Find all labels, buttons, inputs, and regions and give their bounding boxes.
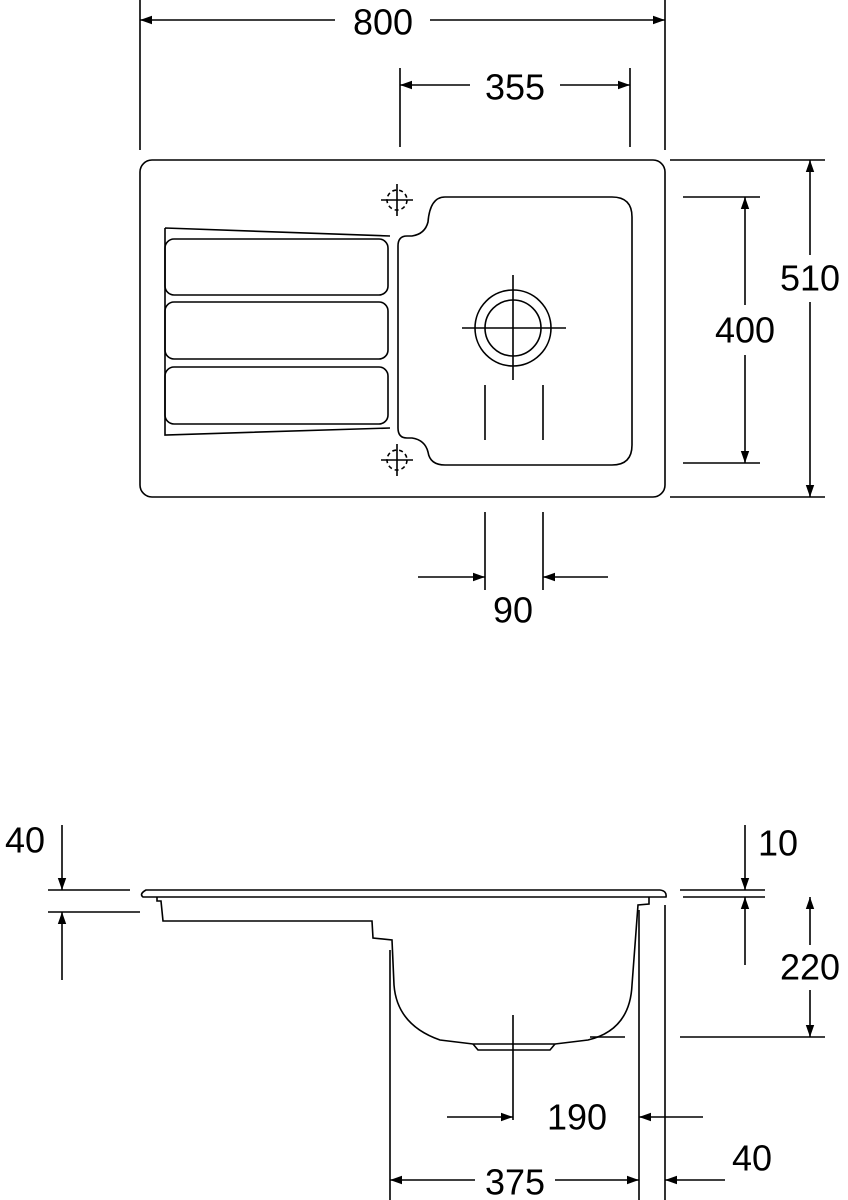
top-view: 800 355 510 400 90	[139, 0, 840, 631]
sink-outline	[139, 159, 666, 498]
dim-rim-right: 10	[758, 823, 798, 864]
drainer-ribs	[164, 227, 391, 436]
bowl-profile	[156, 897, 650, 1045]
dim-bowl-offset: 355	[485, 67, 545, 108]
bowl-outline	[397, 196, 633, 466]
dim-edge-offset: 40	[732, 1138, 772, 1179]
drain-icon	[462, 275, 566, 440]
rim-profile	[140, 889, 667, 898]
side-view: 40 10 220 190 40 375	[5, 820, 840, 1200]
dim-bowl-width: 375	[485, 1162, 545, 1200]
dim-bowl-depth: 400	[715, 310, 775, 351]
dim-drain-spacing: 90	[493, 590, 533, 631]
tap-hole-icon	[381, 444, 413, 476]
tap-hole-icon	[381, 184, 413, 216]
dim-bowl-height: 220	[780, 947, 840, 988]
dim-drain-offset: 190	[547, 1097, 607, 1138]
dim-rim-left: 40	[5, 820, 45, 861]
dim-overall-width: 800	[353, 2, 413, 43]
dim-overall-depth: 510	[780, 258, 840, 299]
